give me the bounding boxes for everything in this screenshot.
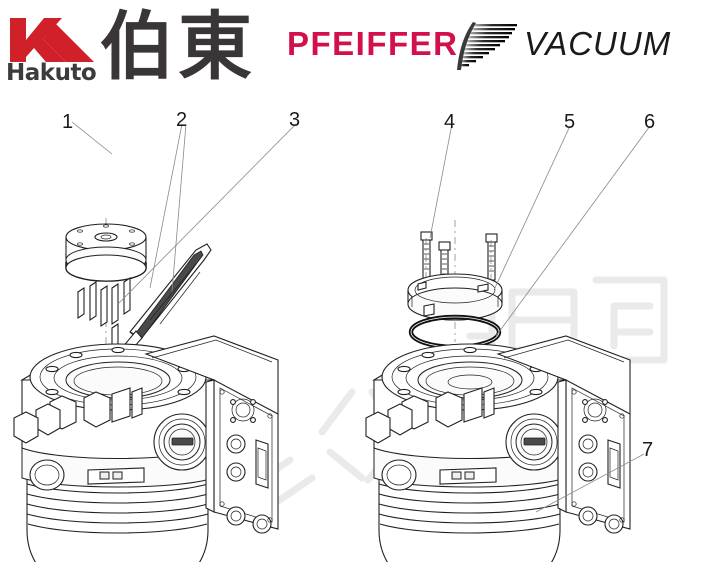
front-fittings-left [13,387,145,491]
front-fittings-right [365,387,497,491]
drive-electronics-right [496,335,631,534]
pfeiffer-brand-text: PFEIFFER [287,25,459,62]
leader-lines-right [429,123,651,513]
callout-3: 3 [289,109,301,131]
hakuto-mountain-mark [10,18,94,62]
drawing-canvas: .ln { fill:none; stroke:#231f20; stroke-… [13,121,668,562]
page-header: Hakuto 伯東 PFEIFFER [0,0,703,92]
vent-port-left [153,413,211,471]
hakuto-logo: Hakuto [6,14,98,86]
callout-2: 2 [176,109,188,131]
pump-assembly-left [13,121,297,562]
drive-electronics-left [144,335,279,534]
o-ring-seal [408,314,502,350]
connector-panel-right [571,389,625,534]
callout-6: 6 [644,111,656,133]
callout-1: 1 [62,111,74,133]
connector-panel-left [219,389,273,534]
vent-port-right [505,413,563,471]
turbine-blades-icon [457,22,517,70]
pfeiffer-vacuum-logo: PFEIFFER [287,22,677,70]
splinter-shield [407,273,503,321]
exploded-assembly-drawing: .ln { fill:none; stroke:#231f20; stroke-… [0,92,703,562]
pump-housing-right [365,335,631,562]
blade-pins [77,276,131,360]
pump-assembly-right [365,123,651,562]
rotor-disc [65,223,147,282]
callout-4: 4 [444,111,456,133]
mounting-bolts [420,231,498,289]
callout-5: 5 [564,111,576,133]
hakuto-cjk-name: 伯東 [100,4,256,90]
hakuto-wordmark: Hakuto [6,60,97,86]
pfeiffer-product-text: VACUUM [524,25,672,62]
leader-lines-left [71,121,297,305]
pump-housing-left [13,335,279,562]
callout-7: 7 [642,439,654,461]
